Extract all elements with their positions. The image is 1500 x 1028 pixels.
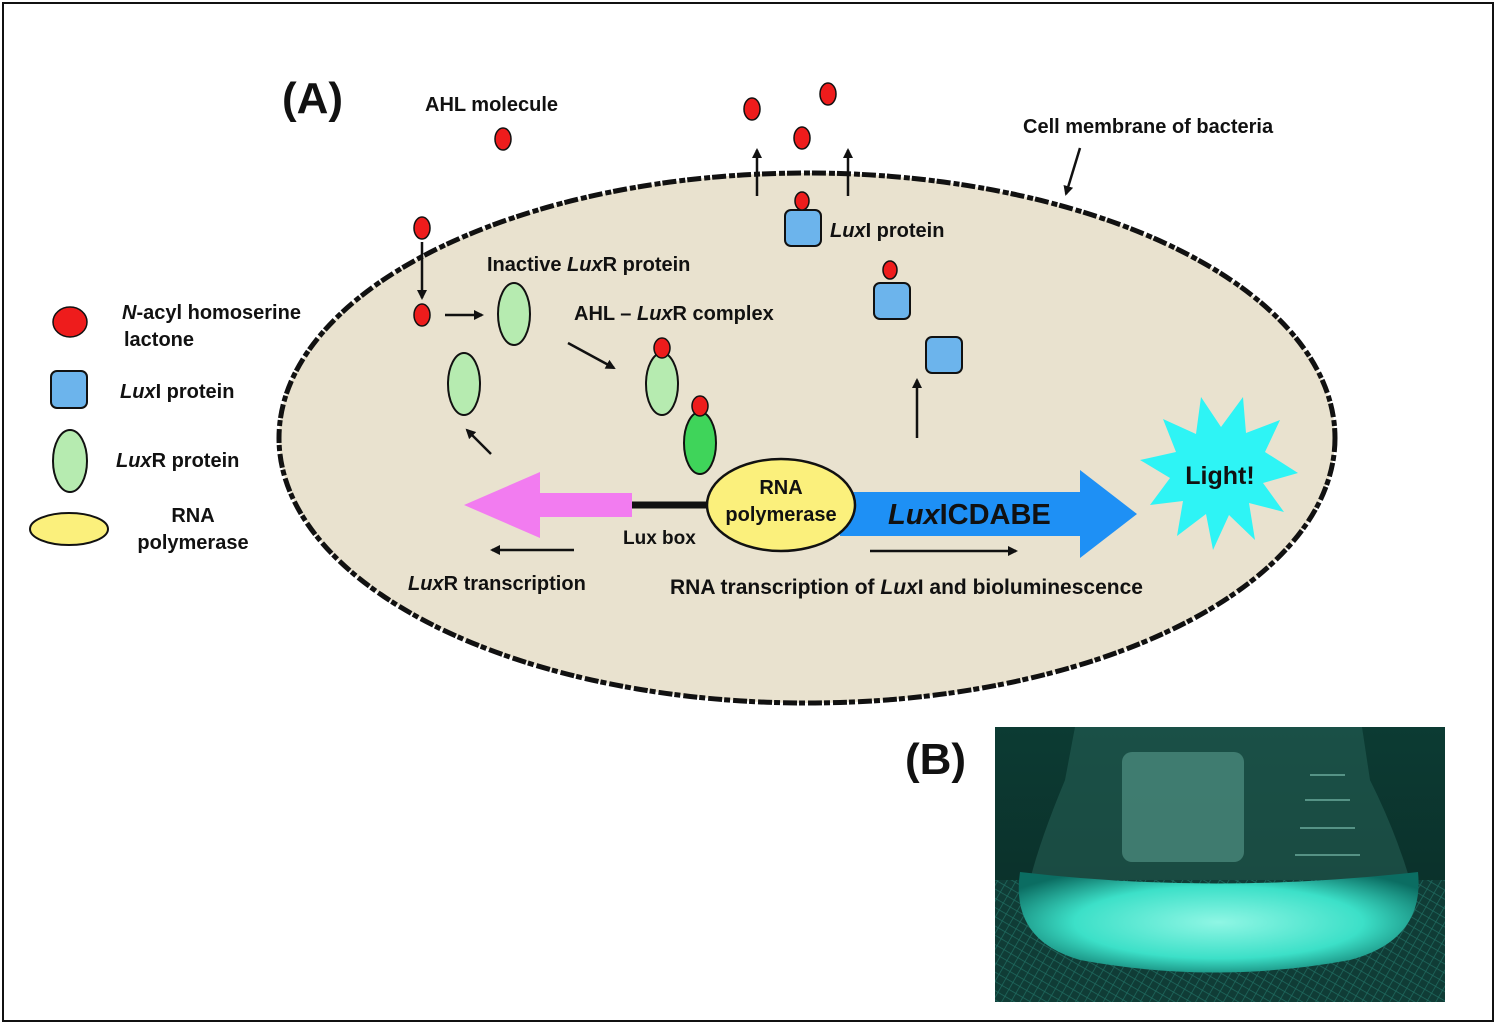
luxi-protein-top-label: LuxI protein (830, 220, 944, 242)
panel-a-label: (A) (282, 74, 343, 123)
rna-polymerase-label-line1: RNA (759, 477, 802, 499)
ahl-molecule-icon (691, 395, 709, 417)
ahl-molecule-icon (413, 303, 431, 327)
luxicdabe-gene-arrow (840, 470, 1137, 558)
luxi-protein-icon (925, 336, 963, 374)
legend-ahl-label-line2: lactone (124, 329, 194, 351)
ahl-molecule-icon (793, 126, 811, 150)
bioluminescent-flask-photo (995, 727, 1445, 1002)
legend-luxi-label: LuxI protein (120, 381, 234, 403)
legend-rna-polymerase-icon (29, 512, 109, 546)
legend-rna-label-line1: RNA (171, 505, 214, 527)
legend-ahl-label-line1: N-acyl homoserine (122, 302, 301, 324)
bacterial-cell (276, 170, 1338, 706)
rna-polymerase-label-line2: polymerase (725, 504, 836, 526)
rna-transcription-label: RNA transcription of LuxI and biolumines… (670, 576, 1143, 599)
light-label: Light! (1185, 462, 1254, 490)
panel-b-label: (B) (905, 735, 966, 784)
legend-luxr-label: LuxR protein (116, 450, 239, 472)
luxi-protein-icon (873, 282, 911, 320)
ahl-molecule-icon (743, 97, 761, 121)
luxr-protein-icon (447, 352, 481, 416)
lux-box-label: Lux box (623, 528, 696, 549)
active-luxr-protein-icon (683, 411, 717, 475)
ahl-molecule-icon (653, 337, 671, 359)
luxicdabe-label: LuxICDABE (888, 499, 1051, 531)
luxr-protein-icon (497, 282, 531, 346)
rna-polymerase-icon (705, 457, 857, 553)
legend-luxi-icon (50, 370, 88, 409)
legend-ahl-icon (52, 306, 88, 338)
inactive-luxr-label: Inactive LuxR protein (487, 254, 690, 276)
membrane-pointer-arrow (1063, 147, 1082, 196)
ahl-molecule-icon (494, 127, 512, 151)
ahl-molecule-icon (819, 82, 837, 106)
luxr-protein-icon (645, 352, 679, 416)
legend: N-acyl homoserine lactone LuxI protein L… (29, 302, 301, 554)
luxr-gene-arrow (464, 472, 632, 538)
ahl-molecule-icon (413, 216, 431, 240)
light-burst-icon (1140, 397, 1298, 550)
complex-formation-arrow (567, 341, 616, 370)
ahl-luxr-complex-label: AHL – LuxR complex (574, 303, 774, 325)
legend-luxr-icon (52, 429, 88, 493)
legend-rna-label-line2: polymerase (137, 532, 248, 554)
luxr-expression-arrow (465, 428, 492, 455)
ahl-molecule-label: AHL molecule (425, 94, 558, 116)
luxi-protein-icon (784, 209, 822, 247)
luxr-transcription-label: LuxR transcription (408, 573, 586, 595)
cell-membrane-label: Cell membrane of bacteria (1023, 116, 1274, 138)
ahl-molecule-icon (794, 191, 810, 211)
ahl-molecule-icon (882, 260, 898, 280)
